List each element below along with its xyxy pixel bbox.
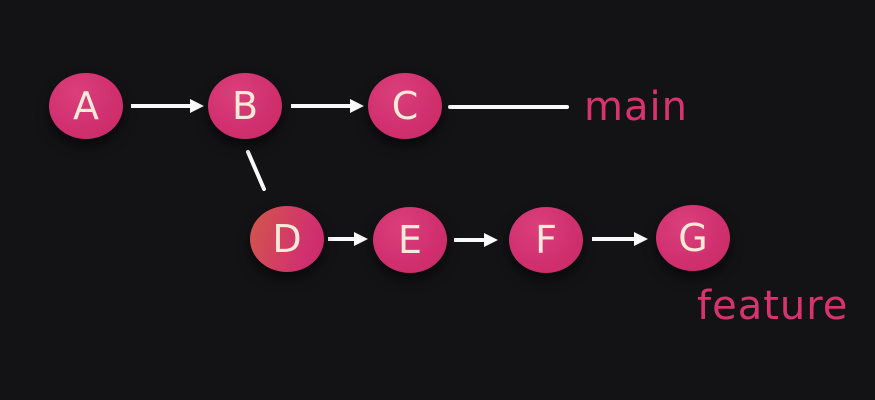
commit-label-b: B: [231, 84, 259, 128]
commit-node-e: E: [373, 207, 447, 273]
commit-label-c: C: [391, 84, 419, 128]
commit-node-c: C: [368, 73, 442, 139]
branch-label-main: main: [584, 84, 688, 130]
commit-node-g: G: [656, 205, 730, 271]
branch-label-feature: feature: [697, 283, 849, 329]
commit-label-a: A: [73, 84, 99, 128]
commit-label-d: D: [272, 217, 302, 261]
commit-node-d: D: [250, 206, 324, 272]
commit-label-f: F: [535, 218, 557, 262]
edge-line-b-d-branch: [246, 150, 266, 191]
commit-node-f: F: [509, 207, 583, 273]
commit-label-g: G: [678, 216, 708, 260]
commit-label-e: E: [397, 218, 422, 262]
commit-node-b: B: [208, 73, 282, 139]
commit-node-a: A: [49, 73, 123, 139]
